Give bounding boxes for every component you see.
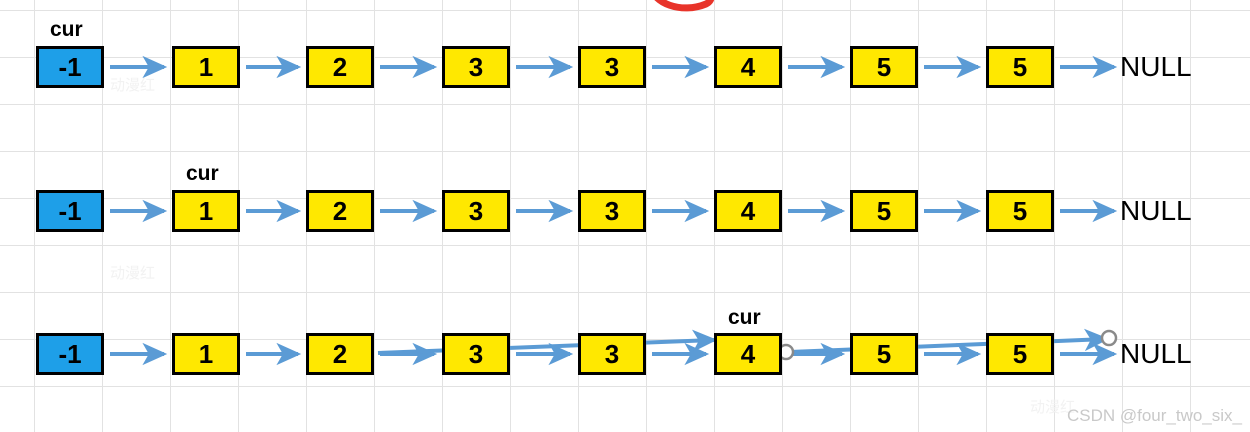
endpoint-handles[interactable] [777,329,1118,361]
node-3a[interactable]: 3 [442,333,510,375]
node-5a[interactable]: 5 [850,46,918,88]
node-1[interactable]: 1 [172,333,240,375]
node-3a[interactable]: 3 [442,46,510,88]
csdn-watermark: CSDN @four_two_six_ [1066,406,1242,425]
node--1[interactable]: -1 [36,190,104,232]
node-5a[interactable]: 5 [850,190,918,232]
cur-pointer-label-row-3: cur [728,306,761,329]
cur-pointer-label-row-2: cur [186,162,219,185]
node-1[interactable]: 1 [172,46,240,88]
node-2[interactable]: 2 [306,190,374,232]
node-2[interactable]: 2 [306,333,374,375]
node-4[interactable]: 4 [714,333,782,375]
node-5b[interactable]: 5 [986,333,1054,375]
skip-arrow-4-to-null [789,328,1110,354]
red-annotation-mark [654,0,715,12]
node-5a[interactable]: 5 [850,333,918,375]
node-3b[interactable]: 3 [578,333,646,375]
node-5b[interactable]: 5 [986,190,1054,232]
faint-watermark: 动漫红 [110,77,156,94]
null-label-row-3: NULL [1120,338,1192,369]
faint-watermark: 动漫红 [1030,399,1076,416]
node-5b[interactable]: 5 [986,46,1054,88]
node-2[interactable]: 2 [306,46,374,88]
node-3a[interactable]: 3 [442,190,510,232]
node-4[interactable]: 4 [714,190,782,232]
null-label-row-1: NULL [1120,51,1192,82]
node-4[interactable]: 4 [714,46,782,88]
null-label-row-2: NULL [1120,195,1192,226]
node--1[interactable]: -1 [36,333,104,375]
node-3b[interactable]: 3 [578,46,646,88]
cur-pointer-label-row-1: cur [50,18,83,41]
handle-near-null-icon [1100,329,1118,347]
skip-arrow-2-to-4 [377,329,718,355]
node-1[interactable]: 1 [172,190,240,232]
faint-watermark: 动漫红 [110,265,156,282]
node-3b[interactable]: 3 [578,190,646,232]
node--1[interactable]: -1 [36,46,104,88]
